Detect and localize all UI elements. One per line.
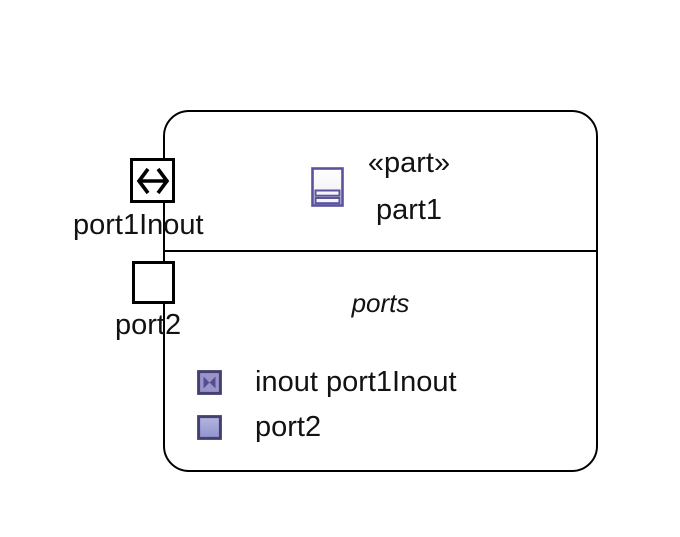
part-name: part1 xyxy=(375,194,443,226)
class-icon xyxy=(311,167,344,207)
ports-list: inout port1Inout port2 xyxy=(197,360,596,450)
part-stereotype: «part» xyxy=(367,147,451,179)
part-symbol[interactable]: «part» part1 ports inout port1Inout xyxy=(163,110,598,472)
ports-list-item-port1inout[interactable]: inout port1Inout xyxy=(197,360,596,405)
port-icon xyxy=(197,415,222,440)
ports-compartment-title: ports xyxy=(351,288,410,318)
ports-list-item-label: port2 xyxy=(255,411,322,443)
ports-list-item-port2[interactable]: port2 xyxy=(197,405,596,450)
part-name-block: «part» part1 xyxy=(368,140,450,234)
part-header-compartment[interactable]: «part» part1 xyxy=(165,112,596,252)
flow-port-inout-icon xyxy=(197,370,222,395)
inout-arrow-icon xyxy=(136,167,169,194)
edge-port-label-port2[interactable]: port2 xyxy=(115,309,182,341)
edge-port-port1inout[interactable] xyxy=(130,158,175,203)
edge-port-port2[interactable] xyxy=(132,261,175,304)
ports-compartment[interactable]: ports inout port1Inout xyxy=(165,288,596,508)
ports-list-item-label: inout port1Inout xyxy=(255,366,457,398)
edge-port-label-port1inout[interactable]: port1Inout xyxy=(73,209,204,241)
